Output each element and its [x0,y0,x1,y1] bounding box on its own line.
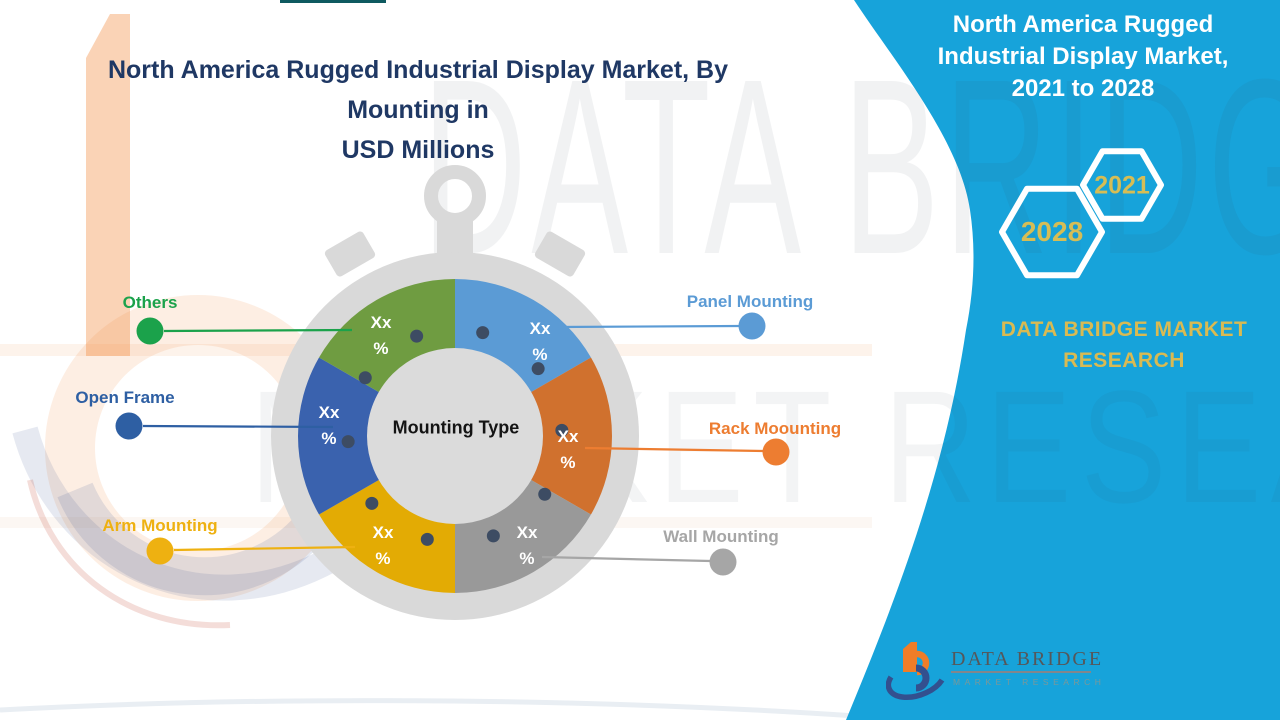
donut-segment-open-frame [298,357,380,515]
tick-dots [341,326,569,546]
callout-line [557,324,741,329]
segment-value-label: Xx % [529,319,551,364]
callout-lines [142,324,764,563]
donut-segment-rack-moounting [530,357,612,515]
stopwatch-right-button [534,231,586,277]
donut-segment-panel-mounting [455,279,591,393]
callout-line [584,446,764,453]
year-hexagons [999,148,1164,279]
callout-dot [115,412,143,440]
bottom-wave [0,698,857,719]
data-bridge-logo-name: DATA BRIDGE [951,648,1104,670]
callout-dot [709,548,737,576]
tick-dot [365,496,379,510]
callout-label-open-frame: Open Frame [75,388,175,407]
callout-dot [146,537,174,565]
callout-label-rack-moounting: Rack Moounting [708,419,842,438]
callout-label-others: Others [122,293,178,312]
tick-dot [476,326,490,340]
callout-label-wall-mounting: Wall Mounting [663,527,779,546]
segment-value-label: Xx % [516,523,538,568]
tick-dot [531,362,545,376]
donut-segment-arm-mounting [319,479,455,593]
tick-dot [358,371,372,385]
donut-segment-wall-mounting [455,479,591,593]
callout-dot [738,312,766,340]
hexagon-year-2021: 2021 [1094,171,1150,200]
tick-dot [555,423,569,437]
callout-line [142,424,334,429]
callout-line [541,555,711,563]
donut-center-label: Mounting Type [392,417,520,438]
segment-value-label: Xx % [370,313,392,358]
callout-line [163,328,353,333]
hexagon-year-2028: 2028 [1020,216,1084,247]
tick-dot [486,529,500,543]
hexagon-2021 [1080,148,1164,222]
chart-title: North America Rugged Industrial Display … [107,56,729,164]
stopwatch-left-button [324,231,376,277]
tick-dot [410,329,424,343]
segment-value-label: Xx % [318,403,340,448]
donut-segments [298,279,612,593]
segment-value-label: Xx % [372,523,394,568]
top-edge-artifact [280,0,386,3]
tick-dot [420,532,434,546]
donut-center-circle [367,348,543,524]
callout-label-panel-mounting: Panel Mounting [686,292,814,311]
logo-underline [951,671,1091,673]
callout-dot [762,438,790,466]
callout-line [173,545,356,552]
stopwatch-crown-stem [437,218,473,256]
tick-dot [341,435,355,449]
segment-value-label: Xx % [557,427,579,472]
donut-segment-others [319,279,455,393]
banner-shape [846,0,1280,720]
banner-brand-text: DATA BRIDGE MARKET RESEARCH [1000,318,1248,372]
banner-title: North America Rugged Industrial Display … [937,11,1229,102]
callout-dot [136,317,164,345]
hexagon-2028 [999,185,1105,279]
callout-label-arm-mounting: Arm Mounting [102,516,218,535]
data-bridge-logo-tagline: MARKET RESEARCH [953,677,1106,687]
tick-dot [538,487,552,501]
data-bridge-logo-icon [886,642,945,701]
